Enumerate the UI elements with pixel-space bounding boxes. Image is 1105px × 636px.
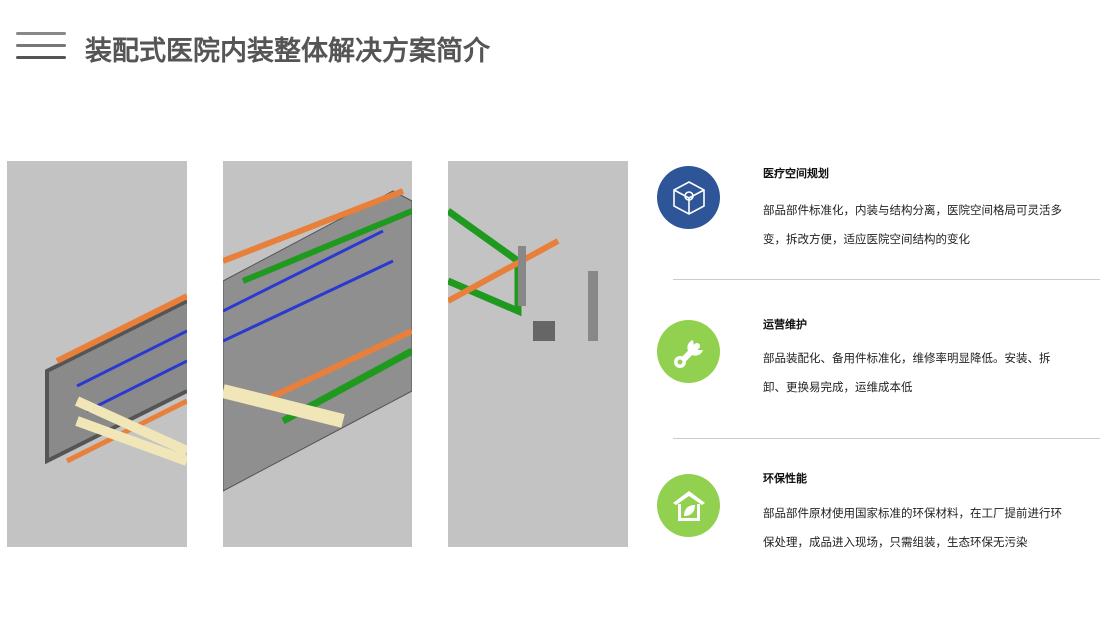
feature-title: 环保性能 [763,472,807,485]
feature-title: 运营维护 [763,318,807,331]
cube-icon [657,166,720,229]
divider [673,438,1100,439]
eco-house-icon [657,474,720,537]
page-title: 装配式医院内装整体解决方案简介 [85,36,490,67]
bim-image-2 [223,161,412,547]
feature-title: 医疗空间规划 [763,167,829,180]
feature-body: 部品部件原材使用国家标准的环保材料，在工厂提前进行环保处理，成品进入现场，只需组… [763,506,1062,549]
menu-icon[interactable] [16,32,66,62]
divider [673,279,1100,280]
bim-image-1 [7,161,187,547]
feature-body: 部品部件标准化，内装与结构分离，医院空间格局可灵活多变，拆改方便，适应医院空间结… [763,203,1062,246]
bim-image-3 [448,161,628,547]
wrench-icon [657,320,720,383]
feature-body: 部品装配化、备用件标准化，维修率明显降低。安装、拆卸、更换易完成，运维成本低 [763,351,1051,394]
